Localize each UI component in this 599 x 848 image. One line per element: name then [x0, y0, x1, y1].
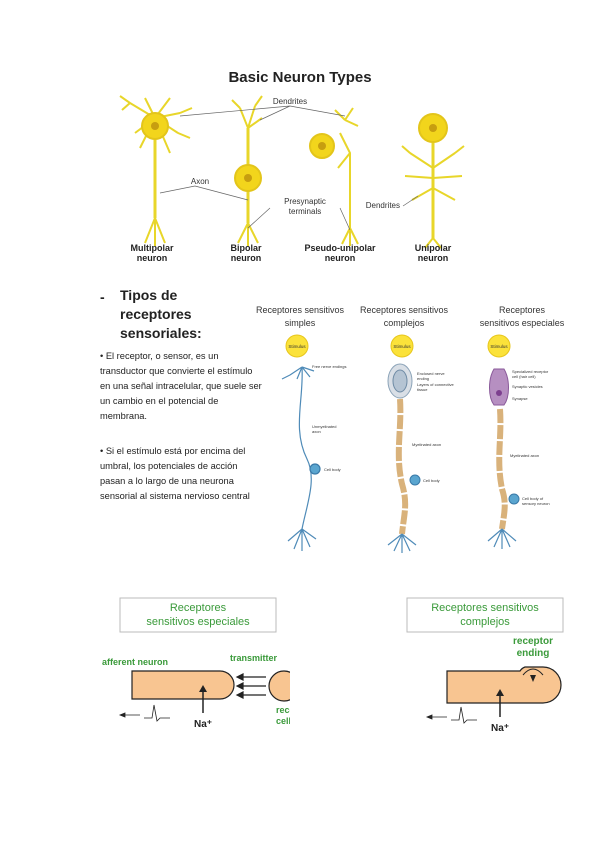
- special-label-cell-1: Specialized receptor: [512, 369, 549, 374]
- multipolar-neuron-drawing: [119, 95, 193, 246]
- action-potential-trace-complex: [425, 706, 477, 724]
- col3-title-2: sensitivos especiales: [480, 318, 565, 328]
- unipolar-neuron-drawing: [401, 113, 465, 249]
- label-afferent-neuron: afferent neuron: [102, 657, 168, 667]
- action-potential-trace: [118, 704, 170, 722]
- stimulus-circles: [285, 334, 511, 358]
- special-receptor-drawing: [487, 368, 520, 549]
- neuron-word-bipolar: neuron: [231, 253, 262, 263]
- simple-receptor-drawing: [281, 366, 321, 551]
- simple-label-axon-1: Unmyelinated: [312, 424, 336, 429]
- label-na: Na⁺: [194, 719, 212, 730]
- label-presynaptic-2: terminals: [289, 207, 321, 216]
- neuron-name-bipolar: Bipolar: [230, 243, 262, 253]
- col1-title-1: Receptores sensitivos: [256, 305, 345, 315]
- label-receptor-ending-1: receptor: [513, 636, 553, 647]
- section-heading: Tipos de receptores sensoriales:: [120, 287, 202, 341]
- special-label-cell-2: cell (hair cell): [512, 374, 536, 379]
- complex-title-1: Receptores sensitivos: [431, 602, 539, 614]
- col2-title-1: Receptores sensitivos: [360, 305, 449, 315]
- label-presynaptic-1: Presynaptic: [284, 197, 326, 206]
- receptor-cell-shape: [268, 670, 290, 702]
- neuron-types-diagram: Basic Neuron Types: [119, 69, 465, 263]
- col3-title-1: Receptores: [499, 305, 546, 315]
- ending-arrow-head: [530, 675, 536, 682]
- special-label-synapse: Synapse: [512, 396, 528, 401]
- complex-label-layers-2: tissue: [417, 387, 428, 392]
- complex-label-axon: Myelinated axon: [412, 442, 441, 447]
- stimulus-label-1: Stimulus: [288, 344, 306, 349]
- label-receptor-cell-2: cell: [276, 716, 290, 726]
- pseudo-unipolar-neuron-drawing: [309, 107, 359, 246]
- label-receptor-ending-2: ending: [517, 648, 550, 659]
- neuron-types-figure: Basic Neuron Types: [100, 58, 500, 268]
- stimulus-label-3: Stimulus: [490, 344, 508, 349]
- col1-title-2: simples: [285, 318, 316, 328]
- figure1-title: Basic Neuron Types: [228, 69, 371, 86]
- special-receptor-schematic-svg: Receptores sensitivos especiales afferen…: [102, 597, 290, 730]
- label-dendrites-top: Dendrites: [273, 97, 307, 106]
- complex-receptor-drawing: [387, 363, 421, 553]
- complex-label-ending-2: ending: [417, 376, 429, 381]
- complex-receptor-schematic: Receptores sensitivos complejos receptor…: [405, 593, 577, 743]
- special-label-vesicles: Synaptic vesicles: [512, 384, 543, 389]
- simple-label-axon-2: axon: [312, 429, 321, 434]
- complex-label-ending-1: Enclosed nerve: [417, 371, 445, 376]
- receptor-ending-arc: [522, 668, 544, 676]
- na-arrow-head-complex: [496, 689, 504, 696]
- complex-label-body: Cell body: [423, 478, 440, 483]
- neuron-name-multipolar: Multipolar: [131, 243, 174, 253]
- label-receptor-cell-1: receptor: [276, 705, 290, 715]
- special-label-body-1: Cell body of: [522, 496, 544, 501]
- special-title-1: Receptores: [170, 602, 227, 614]
- sensory-receptors-diagram: Receptores sensitivos simples Receptores…: [256, 305, 565, 553]
- neuron-word-multipolar: neuron: [137, 253, 168, 263]
- neuron-word-pseudo-unipolar: neuron: [325, 253, 356, 263]
- na-arrow-head: [199, 685, 207, 692]
- sensory-receptors-figure: Receptores sensitivos simples Receptores…: [252, 289, 582, 571]
- label-transmitter: transmitter: [230, 653, 278, 663]
- complex-title-box: [406, 597, 564, 633]
- special-title-2: sensitivos especiales: [146, 616, 250, 628]
- afferent-neuron-shape: [131, 670, 235, 700]
- label-axon: Axon: [191, 177, 209, 186]
- neuron-name-unipolar: Unipolar: [415, 243, 452, 253]
- complex-receptor-schematic-svg: Receptores sensitivos complejos receptor…: [406, 597, 564, 734]
- bipolar-neuron-drawing: [231, 95, 263, 246]
- special-label-body-2: sensory neuron: [522, 501, 550, 506]
- col2-title-2: complejos: [384, 318, 425, 328]
- complex-neuron-shape: [446, 666, 562, 704]
- neuron-name-pseudo-unipolar: Pseudo-unipolar: [304, 243, 376, 253]
- neuron-word-unipolar: neuron: [418, 253, 449, 263]
- complex-title-2: complejos: [460, 616, 510, 628]
- paragraph-receptor: • El receptor, o sensor, es un transduct…: [100, 351, 262, 421]
- special-receptor-schematic: Receptores sensitivos especiales afferen…: [100, 593, 290, 743]
- stimulus-label-2: Stimulus: [393, 344, 411, 349]
- special-label-axon: Myelinated axon: [510, 453, 539, 458]
- simple-label-body: Cell body: [324, 467, 341, 472]
- heading-dash: -: [100, 289, 105, 305]
- annotation-lines: [159, 105, 419, 231]
- transmitter-arrows: [235, 673, 266, 699]
- label-dendrites-right: Dendrites: [366, 201, 400, 210]
- label-na-complex: Na⁺: [491, 723, 509, 734]
- complex-label-layers-1: Layers of connective: [417, 382, 454, 387]
- special-title-box: [119, 597, 277, 633]
- paragraph-stimulus: • Si el estímulo está por encima del umb…: [100, 446, 250, 501]
- simple-label-endings: Free nerve endings: [312, 364, 346, 369]
